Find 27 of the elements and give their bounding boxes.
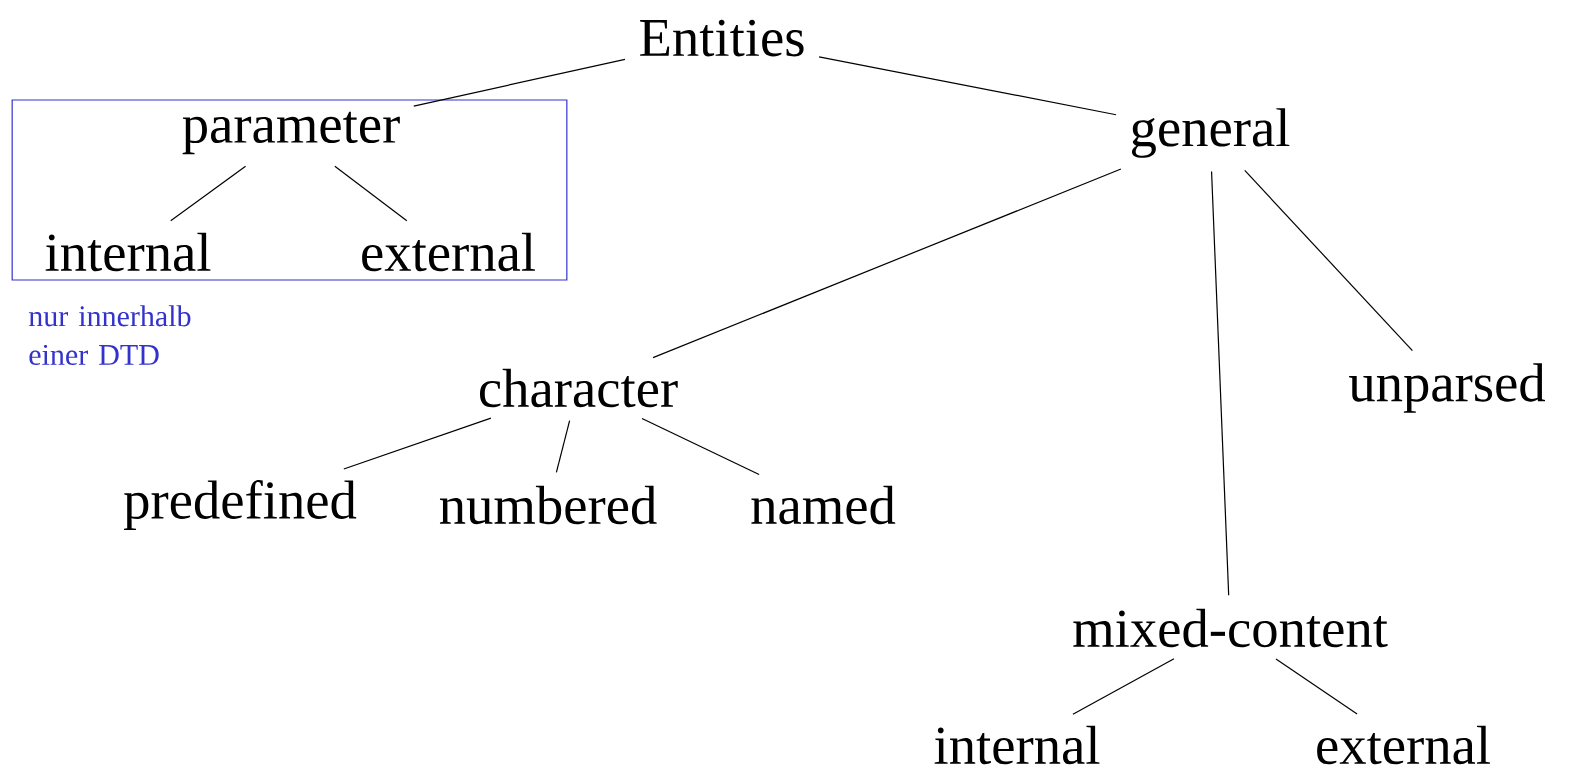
tree-line — [343, 417, 492, 470]
tree-label: parameter — [182, 111, 400, 155]
tree-label: internal — [934, 725, 1100, 765]
tree-label: numbered — [439, 485, 657, 525]
tree-label: unparsed — [1349, 363, 1545, 413]
tree-line — [1275, 658, 1358, 715]
tree-line — [818, 56, 1117, 116]
tree-label: internal — [45, 232, 211, 272]
tree-label: general — [1131, 108, 1290, 158]
tree-line — [1072, 658, 1175, 715]
tree-line — [334, 165, 408, 222]
tree-label: mixed-content — [1073, 608, 1388, 648]
tree-label: external — [362, 232, 535, 272]
tree-line — [652, 168, 1122, 359]
tree-label: external — [1317, 725, 1490, 765]
group-box — [11, 99, 568, 281]
tree-label: predefined — [124, 479, 357, 531]
tree-label: character — [479, 368, 678, 408]
tree-line — [413, 58, 626, 107]
caption-text: nur innerhalb einer DTD — [28, 305, 191, 366]
tree-line — [1244, 169, 1413, 352]
tree-label: named — [751, 485, 896, 525]
tree-line — [170, 165, 247, 222]
tree-label: Entities — [640, 19, 804, 57]
tree-line — [1210, 170, 1230, 596]
tree-line — [555, 420, 571, 473]
tree-line — [641, 417, 760, 476]
